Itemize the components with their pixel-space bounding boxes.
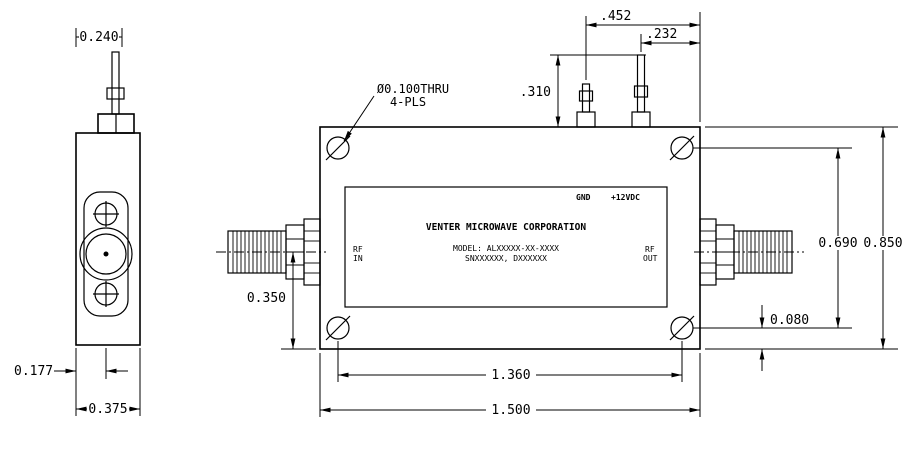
corner-hole-top-left xyxy=(325,135,351,161)
side-view: 0.240 0.177 0.375 xyxy=(14,28,141,417)
label-plate-outline xyxy=(344,186,668,308)
corner-hole-top-right xyxy=(669,135,695,161)
dim-overall-width-text: 1.500 xyxy=(491,403,530,418)
case-outline xyxy=(319,126,701,350)
side-feedthru-pin xyxy=(106,51,125,115)
dim-hole-span-vertical: 0.690 xyxy=(693,147,863,329)
label-power: +12VDC xyxy=(611,193,640,202)
dim-side-width-text: 0.375 xyxy=(88,402,127,417)
dim-overall-height: 0.850 xyxy=(705,126,908,350)
dim-hole-edge-offset-text: 0.080 xyxy=(770,313,809,328)
hole-note-line1: Ø0.100THRU xyxy=(377,82,449,96)
gnd-terminal-pin xyxy=(576,83,596,128)
dim-side-top-text: 0.240 xyxy=(79,30,118,45)
dim-pin-near-text: .232 xyxy=(646,27,677,42)
hole-note-leader xyxy=(343,95,375,142)
dim-overall-height-text: 0.850 xyxy=(863,236,902,251)
side-sma-inner-ring xyxy=(85,233,127,275)
dim-hole-edge-offset: 0.080 xyxy=(759,305,809,371)
dim-hole-span-horizontal-text: 1.360 xyxy=(491,368,530,383)
power-terminal-pin xyxy=(631,54,651,128)
corner-hole-bottom-right xyxy=(669,315,695,341)
label-rf-in-2: IN xyxy=(353,254,363,263)
dim-side-offset: 0.177 xyxy=(14,348,128,379)
dim-pin-height-text: .310 xyxy=(520,85,551,100)
label-serial: SNXXXXXX, DXXXXXX xyxy=(465,254,547,263)
side-sma-connector xyxy=(79,191,133,317)
dim-pin-height: .310 xyxy=(520,54,646,127)
dim-side-offset-text: 0.177 xyxy=(14,364,53,379)
side-sma-outer-ring xyxy=(79,227,133,281)
label-gnd: GND xyxy=(576,193,591,202)
dim-overall-width: 1.500 xyxy=(319,353,701,418)
hole-note: Ø0.100THRU 4-PLS xyxy=(343,82,449,142)
side-body-outline xyxy=(75,132,141,346)
side-sma-center-pin xyxy=(103,251,109,257)
dim-pin-far: .452 xyxy=(585,9,701,122)
dim-hole-span-vertical-text: 0.690 xyxy=(818,236,857,251)
label-plate: GND +12VDC VENTER MICROWAVE CORPORATION … xyxy=(344,186,668,308)
front-view: GND +12VDC VENTER MICROWAVE CORPORATION … xyxy=(216,9,908,418)
dim-connector-height-text: 0.350 xyxy=(247,291,286,306)
label-rf-out-2: OUT xyxy=(643,254,658,263)
label-company: VENTER MICROWAVE CORPORATION xyxy=(426,222,586,233)
corner-hole-bottom-left xyxy=(325,315,351,341)
label-model: MODEL: ALXXXXX-XX-XXXX xyxy=(453,244,559,253)
sma-connector-right xyxy=(694,218,804,286)
dim-pin-near: .232 xyxy=(640,27,700,52)
dim-side-top: 0.240 xyxy=(75,28,123,47)
dim-pin-far-text: .452 xyxy=(600,9,631,24)
label-rf-out-1: RF xyxy=(645,245,655,254)
label-rf-in-1: RF xyxy=(353,245,363,254)
sma-connector-left xyxy=(216,218,326,286)
dim-connector-height: 0.350 xyxy=(247,252,316,350)
dim-hole-span-horizontal: 1.360 xyxy=(337,341,683,383)
dim-side-width: 0.375 xyxy=(75,348,141,417)
hole-note-line2: 4-PLS xyxy=(390,95,426,109)
